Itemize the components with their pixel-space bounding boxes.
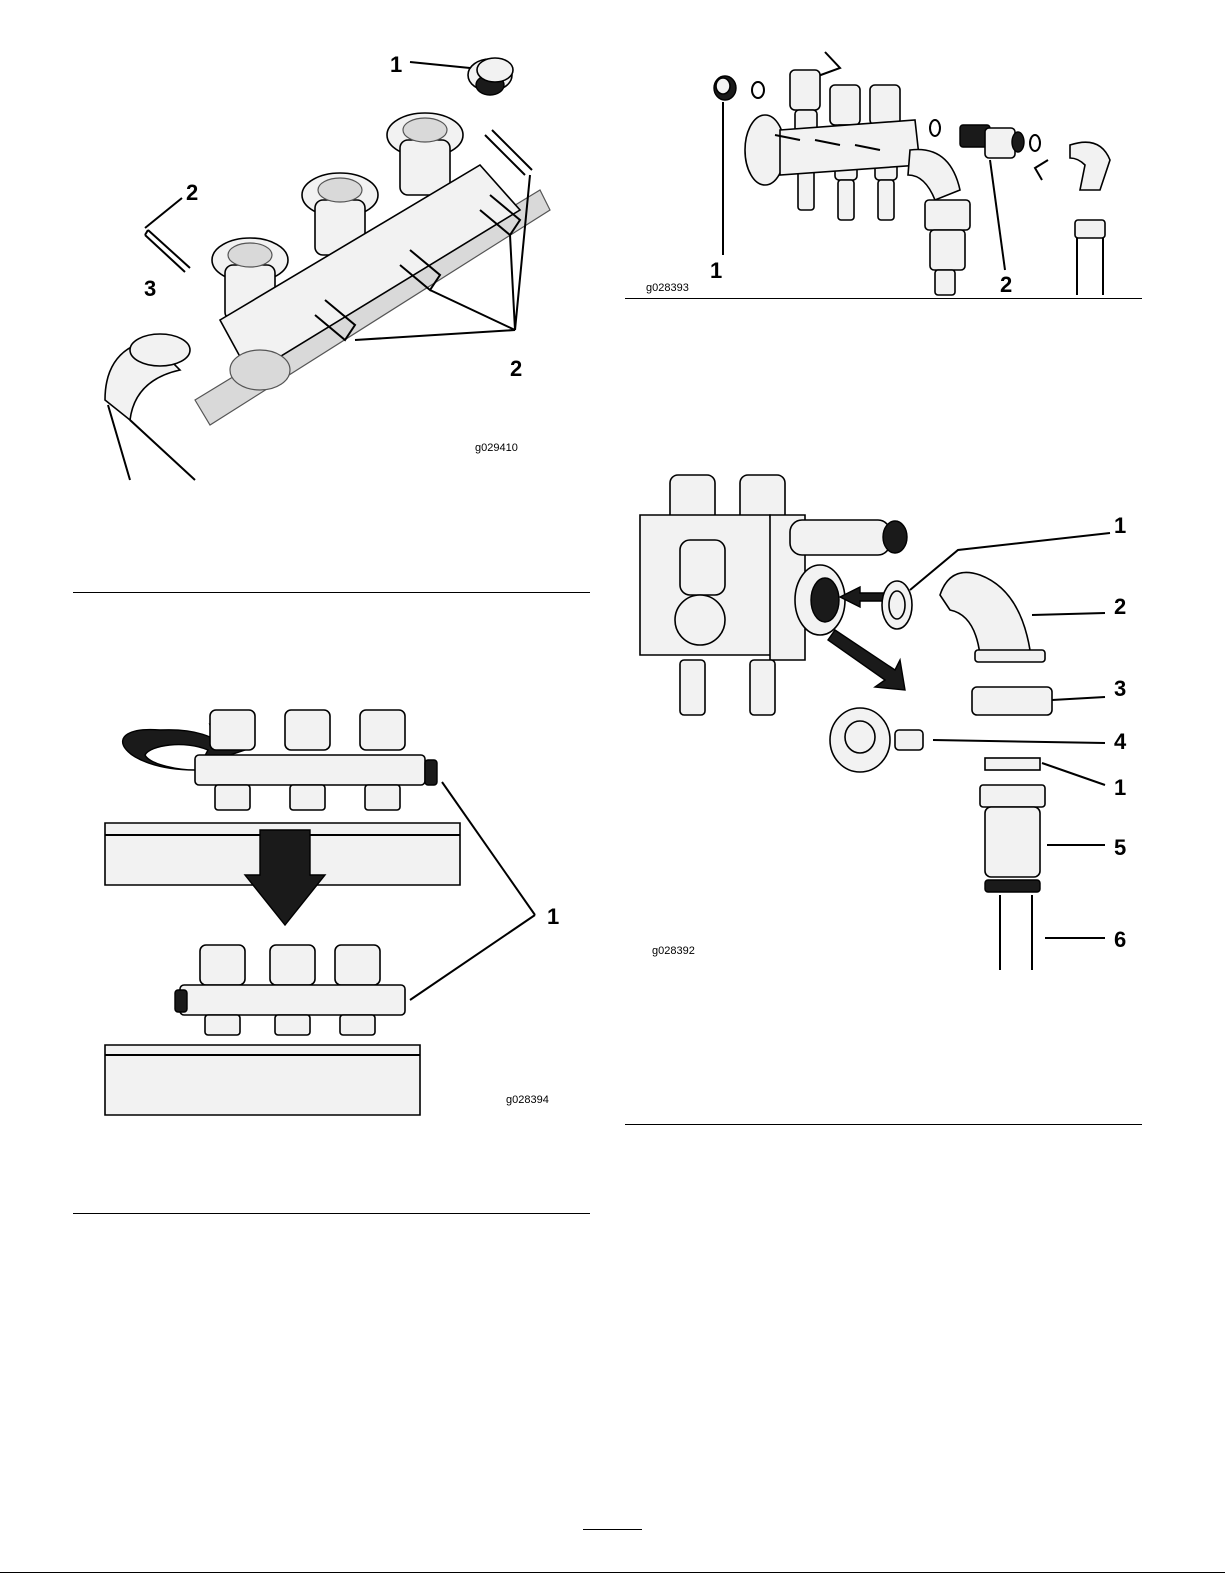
callout-1: 1: [390, 54, 402, 76]
figure-id: g028394: [506, 1094, 549, 1106]
callout-2: 2: [1114, 596, 1126, 618]
figure-manifold-exploded: 1 2 3 4 1 5 6 g028392: [640, 465, 1140, 985]
callout-3: 3: [144, 278, 156, 300]
callout-1: 1: [710, 260, 722, 282]
fitting-top: [468, 58, 513, 95]
figure-manifold-clips: 1 2 3 2 g029410: [100, 40, 590, 490]
figure-id: g028392: [652, 945, 695, 957]
section-divider: [625, 298, 1142, 299]
figure-id: g028393: [646, 282, 689, 294]
callout-6: 6: [1114, 929, 1126, 951]
callout-3: 3: [1114, 678, 1126, 700]
shutoff-valve: [960, 125, 1024, 158]
callout-2: 2: [510, 358, 522, 380]
section-divider: [73, 1213, 590, 1214]
callout-5: 5: [1114, 837, 1126, 859]
end-cap: [714, 76, 736, 100]
callout-4: 4: [1114, 731, 1126, 753]
figure-manifold-rotate: 1 g028394: [100, 700, 580, 1130]
elbow-fitting: [105, 334, 195, 480]
figure-manifold-clips-drawing: [100, 40, 590, 490]
section-divider: [625, 1124, 1142, 1125]
figure-manifold-assembly: 1 2 g028393: [630, 40, 1140, 300]
figure-manifold-rotate-drawing: [100, 700, 580, 1130]
callout-1: 1: [1114, 777, 1126, 799]
page-number-line: [583, 1529, 642, 1530]
figure-manifold-exploded-drawing: [640, 465, 1140, 985]
figure-manifold-assembly-drawing: [630, 40, 1140, 300]
callout-2: 2: [186, 182, 198, 204]
page-bottom-rule: [0, 1572, 1225, 1573]
callout-1: 1: [1114, 515, 1126, 537]
figure-id: g029410: [475, 442, 518, 454]
section-divider: [73, 592, 590, 593]
manifold-lower: [175, 945, 405, 1035]
manifold-upper: [195, 710, 437, 810]
callout-2: 2: [1000, 274, 1012, 296]
callout-1: 1: [547, 906, 559, 928]
